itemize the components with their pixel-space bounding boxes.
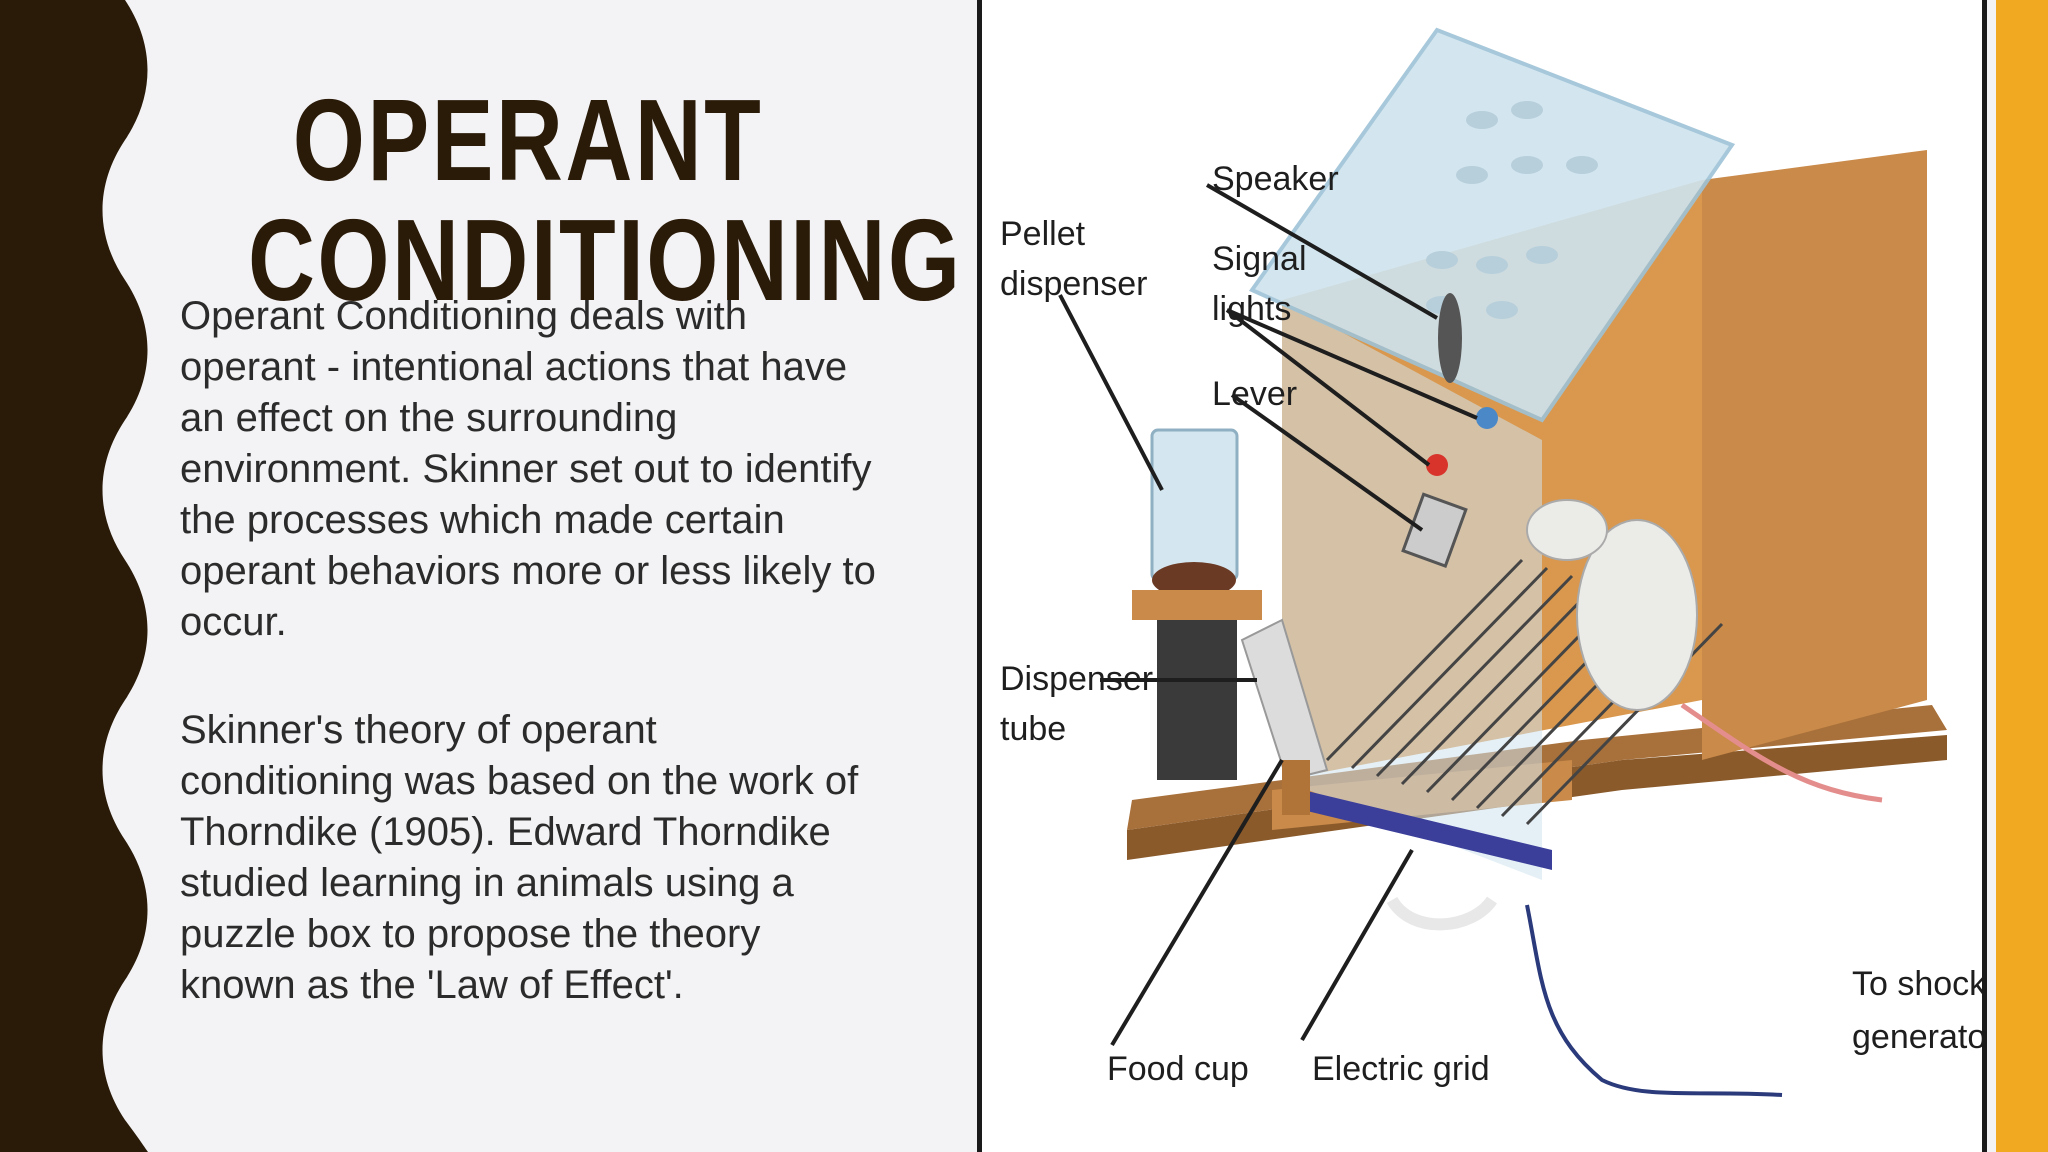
label-dispenser-line2: tube bbox=[1000, 710, 1066, 748]
glass-front-panel bbox=[1282, 300, 1542, 880]
label-dispenser-line1: Dispenser bbox=[1000, 660, 1153, 698]
lid-holes bbox=[1426, 101, 1598, 319]
label-pellet-line1: Pellet bbox=[1000, 215, 1086, 253]
box-right-wall bbox=[1702, 150, 1927, 760]
title-line-1: OPERANT bbox=[292, 74, 764, 205]
food-cup bbox=[1282, 760, 1310, 815]
signal-light-red bbox=[1426, 454, 1448, 476]
dispenser-tube bbox=[1240, 618, 1329, 782]
grid-bar bbox=[1282, 785, 1552, 870]
rat-illustration bbox=[1526, 499, 1883, 803]
label-shock-line1: To shock bbox=[1852, 965, 1982, 1003]
label-electric-grid: Electric grid bbox=[1312, 1050, 1490, 1088]
label-pellet-line2: dispenser bbox=[1000, 265, 1147, 303]
drawer-handle bbox=[1386, 896, 1497, 931]
label-signal-line2: lights bbox=[1212, 290, 1291, 328]
body-paragraph-2: Skinner's theory of operant conditioning… bbox=[180, 708, 859, 1007]
label-lever: Lever bbox=[1212, 375, 1297, 413]
wavy-border-decoration bbox=[0, 0, 148, 1152]
signal-light-blue bbox=[1476, 407, 1498, 429]
slide-title: OPERANT CONDITIONING bbox=[248, 74, 960, 320]
accent-strip bbox=[1996, 0, 2048, 1152]
skinner-box-illustration: Pellet dispenser Speaker Signal lights L… bbox=[1000, 27, 1982, 1097]
leader-lines bbox=[1058, 183, 1478, 1047]
speaker-grille bbox=[1438, 293, 1462, 383]
skinner-box-figure: Pellet dispenser Speaker Signal lights L… bbox=[977, 0, 1987, 1152]
pellet-dispenser bbox=[1132, 428, 1262, 780]
label-food-cup: Food cup bbox=[1107, 1050, 1249, 1088]
body-paragraph-1: Operant Conditioning deals with operant … bbox=[180, 294, 876, 644]
shock-cable bbox=[1525, 904, 1783, 1097]
label-speaker: Speaker bbox=[1212, 160, 1339, 198]
label-shock-line2: generator bbox=[1852, 1018, 1982, 1056]
label-signal-line1: Signal bbox=[1212, 240, 1307, 278]
